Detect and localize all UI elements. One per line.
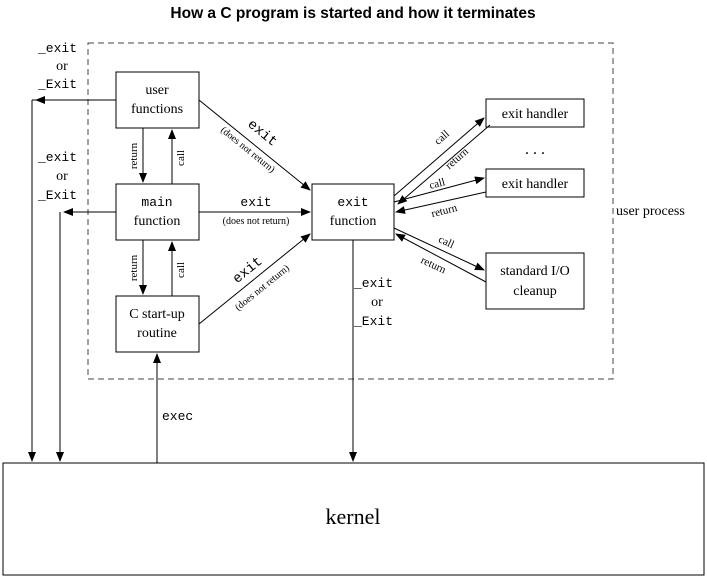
exit-handler-label-2: exit handler xyxy=(502,177,569,192)
arrow-call-handler-1 xyxy=(393,117,485,197)
exit-label-2a: _exit xyxy=(37,150,77,165)
exec-label: exec xyxy=(162,409,193,424)
call-label-handler-1: call xyxy=(432,128,452,147)
arrow-return-handler-2 xyxy=(395,191,487,214)
exit-function-box xyxy=(311,183,395,241)
call-label-user: call xyxy=(175,150,187,166)
does-not-return-main: (does not return) xyxy=(223,216,290,227)
user-process-label: user process xyxy=(616,204,685,219)
exit-label-3a: _exit xyxy=(353,276,393,291)
exit-handler-label-1: exit handler xyxy=(502,107,569,122)
kernel-label: kernel xyxy=(326,504,381,529)
exit-label-2c: _Exit xyxy=(37,188,77,203)
stdio-cleanup-label-2: cleanup xyxy=(513,284,557,299)
arrow-return-handler-1 xyxy=(397,124,491,205)
return-label-stdio: return xyxy=(419,254,448,276)
exit-handler-box-1 xyxy=(485,98,585,128)
arrow-call-stdio xyxy=(393,227,485,271)
exit-label-2b: or xyxy=(56,169,68,184)
return-label-main: return xyxy=(128,254,140,281)
exit-label-1c: _Exit xyxy=(37,77,77,92)
call-label-main: call xyxy=(175,262,187,278)
exit-function-label-2: function xyxy=(330,214,377,229)
exit-label-3c: _Exit xyxy=(353,314,393,329)
startup-routine-label-1: C start-up xyxy=(129,307,185,322)
arrow-return-stdio xyxy=(395,233,487,283)
stdio-cleanup-label-1: standard I/O xyxy=(500,264,570,279)
exit-label-main: exit xyxy=(240,195,271,210)
call-label-handler-2: call xyxy=(428,176,446,192)
return-label-handler-2: return xyxy=(430,202,459,220)
call-label-stdio: call xyxy=(437,233,456,251)
ellipsis-more-handlers: . . . xyxy=(525,141,545,158)
user-functions-label-1: user xyxy=(145,83,169,98)
user-functions-label-2: functions xyxy=(131,102,183,117)
user-functions-box xyxy=(115,71,200,129)
arrow-exit-from-startup xyxy=(198,233,311,325)
main-function-label-1: main xyxy=(141,195,172,210)
startup-routine-box xyxy=(115,295,200,353)
return-label-user: return xyxy=(128,142,140,169)
diagram-title: How a C program is started and how it te… xyxy=(170,5,535,22)
startup-routine-label-2: routine xyxy=(137,326,177,341)
stdio-cleanup-box xyxy=(485,252,585,310)
exit-label-1b: or xyxy=(56,59,68,74)
exit-function-label-1: exit xyxy=(337,195,368,210)
kernel-box xyxy=(2,462,705,576)
main-function-label-2: function xyxy=(134,214,181,229)
arrow-exit-from-user xyxy=(198,99,311,191)
user-process-boundary xyxy=(87,42,614,380)
arrow-call-handler-2 xyxy=(393,176,485,203)
exit-label-3b: or xyxy=(371,295,383,310)
exit-handler-box-2 xyxy=(485,168,585,198)
main-function-box xyxy=(115,183,200,241)
exit-label-1a: _exit xyxy=(37,41,77,56)
